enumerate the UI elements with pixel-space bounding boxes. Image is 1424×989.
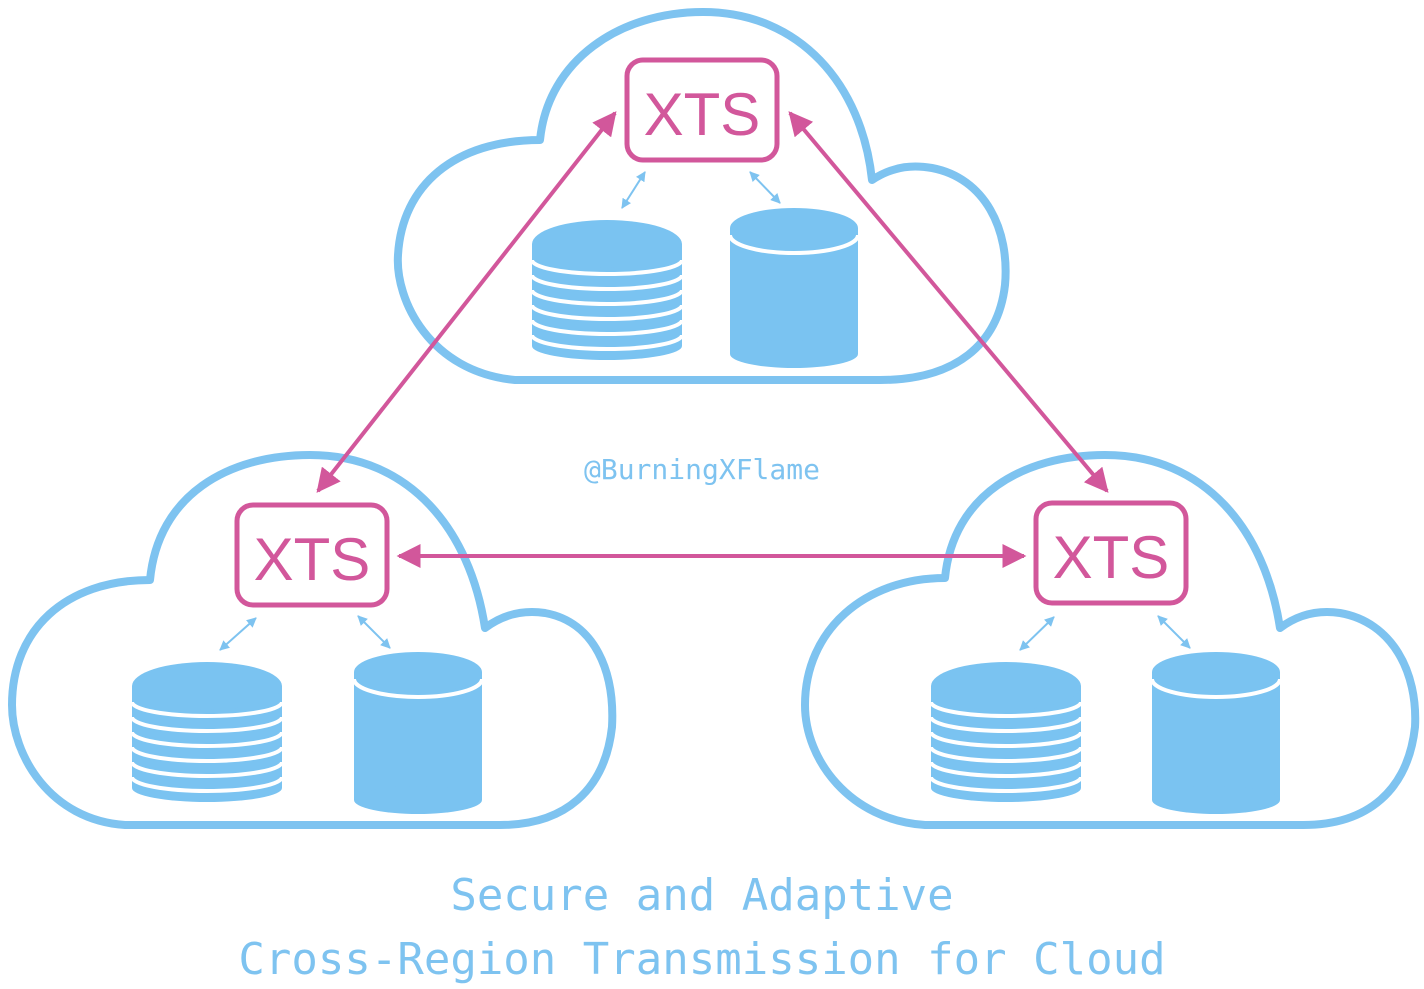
caption-line-1: Secure and Adaptive — [450, 870, 953, 921]
xts-node-right: XTS — [1033, 500, 1189, 606]
database-stack-icon — [130, 662, 284, 802]
double-arrow-icon — [749, 171, 781, 204]
xts-label-right: XTS — [1053, 524, 1170, 591]
cloud-right: XTS — [801, 451, 1420, 829]
database-cylinder-icon — [352, 652, 484, 814]
xts-label-left: XTS — [254, 526, 371, 593]
caption-line-2: Cross-Region Transmission for Cloud — [238, 934, 1165, 985]
cloud-icon — [801, 451, 1420, 829]
database-stack-icon — [929, 662, 1083, 802]
cloud-top: XTS — [393, 8, 1010, 384]
xts-node-left: XTS — [234, 502, 390, 608]
link-top-right — [788, 111, 1109, 493]
database-cylinder-icon — [728, 208, 860, 368]
double-arrow-icon — [219, 617, 257, 651]
xts-label-top: XTS — [644, 81, 761, 148]
credit-text: @BurningXFlame — [584, 453, 820, 486]
xts-node-top: XTS — [624, 57, 780, 163]
double-arrow-icon — [357, 615, 391, 649]
double-arrow-icon — [621, 171, 646, 209]
cloud-left: XTS — [8, 451, 617, 829]
database-cylinder-icon — [1150, 652, 1282, 814]
double-arrow-icon — [1157, 615, 1191, 649]
double-arrow-icon — [1019, 616, 1055, 651]
link-top-left — [316, 111, 617, 493]
database-stack-icon — [530, 220, 684, 360]
